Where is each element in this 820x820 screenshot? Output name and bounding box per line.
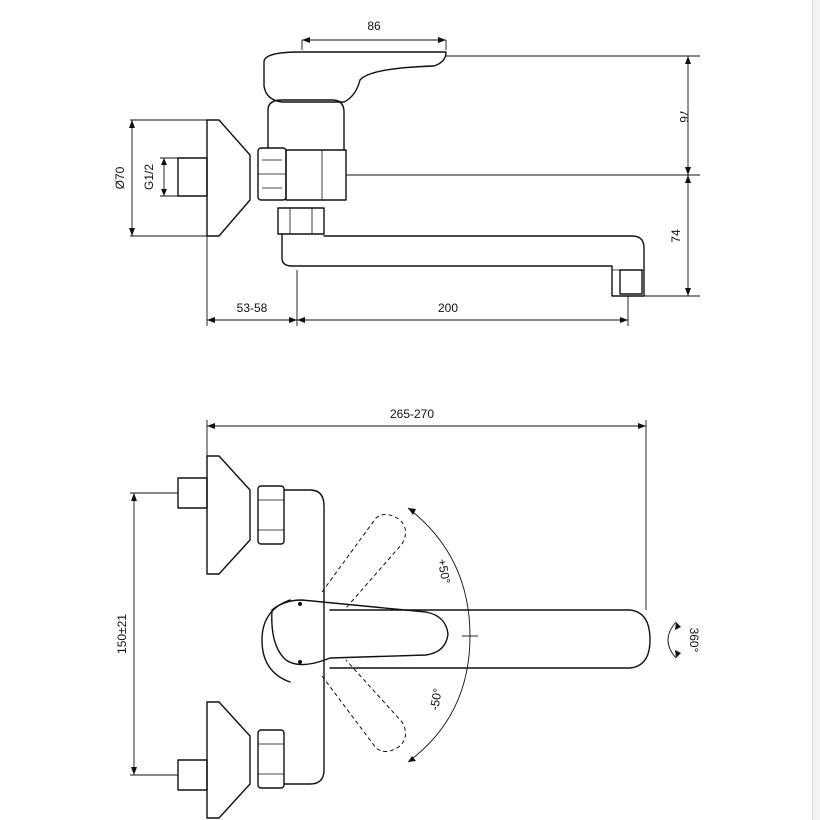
dim-handle-width: 86 (367, 19, 381, 33)
dim-rotation: 360° (687, 628, 701, 653)
dim-spout-reach: 200 (438, 301, 458, 315)
dim-inlet-spacing: 150±21 (115, 614, 129, 654)
lever-pivot-2 (298, 660, 302, 664)
dim-handle-height: 76 (677, 109, 691, 123)
dim-thread: G1/2 (142, 164, 156, 190)
inlet-stub (177, 157, 208, 197)
plan-view: +50° -50° 360° 265-270 150±21 (115, 407, 701, 819)
lower-flange (206, 701, 251, 819)
lever-pivot (298, 602, 302, 606)
upper-stub (177, 477, 208, 509)
right-edge-strip (812, 0, 820, 820)
spout-arm (281, 233, 645, 297)
lever-lower-position (321, 659, 406, 752)
rotation-arc (667, 621, 677, 659)
dim-wall-offset: 53-58 (237, 301, 268, 315)
arc-up (407, 507, 471, 637)
arc-down (407, 635, 471, 763)
mixer-body (285, 149, 347, 201)
dim-spout-height: 74 (669, 229, 683, 243)
lever-handle-plan (271, 599, 449, 666)
hub (261, 599, 291, 683)
dim-angle-down: -50° (427, 687, 445, 711)
lower-hex-nut (257, 729, 285, 789)
upper-flange (206, 455, 251, 575)
dim-flange-diameter: Ø70 (113, 166, 127, 189)
spout-nut (277, 207, 325, 235)
aerator (619, 269, 643, 295)
upper-hex-nut (257, 485, 285, 545)
cartridge-dome (267, 99, 345, 151)
dim-total-length: 265-270 (390, 407, 434, 421)
side-view: 86 76 74 Ø70 G1/2 53-58 (113, 19, 700, 326)
dim-angle-up: +50° (435, 558, 453, 585)
lever-upper-position (321, 514, 406, 609)
lower-stub (177, 759, 208, 791)
wall-flange (206, 119, 251, 237)
spout-plan (329, 609, 651, 669)
lever-handle (263, 51, 447, 103)
mixer-body-plan (283, 489, 325, 785)
